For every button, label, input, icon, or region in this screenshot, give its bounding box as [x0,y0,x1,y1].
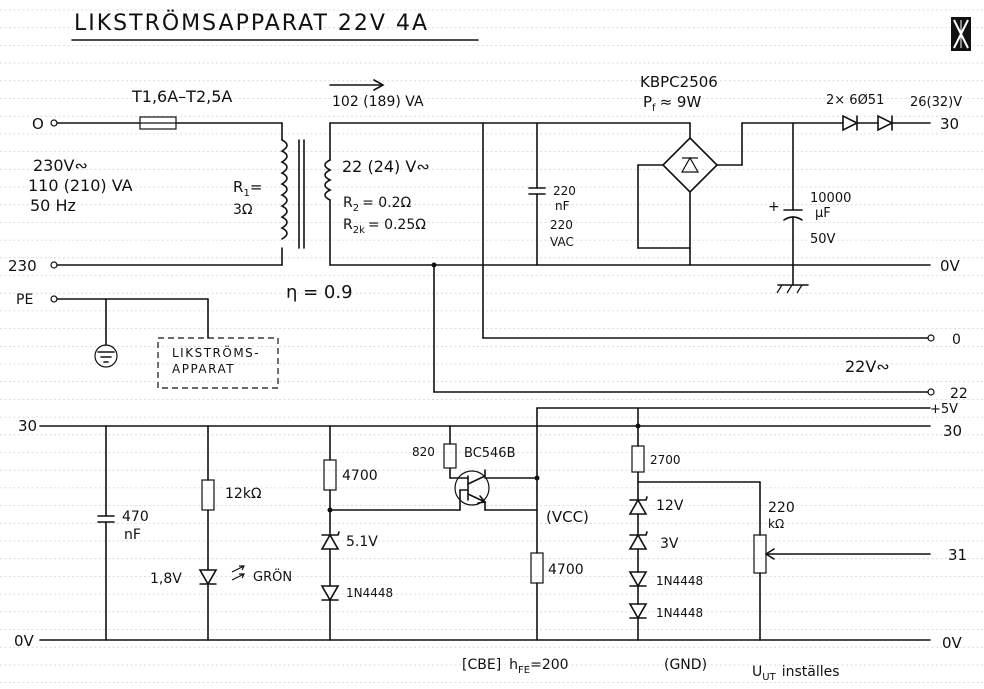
diode-1n4448-a [320,585,340,602]
transformer-primary-coil [280,139,288,240]
bridge-part: KBPC2506 [640,73,718,91]
resistor-12k-label: 12kΩ [225,486,262,502]
transistor-collector [467,475,486,485]
page-title: LIKSTRÖMSAPPARAT 22V 4A [74,10,429,36]
zener-3v [628,531,648,550]
resistor-820 [443,443,457,469]
terminal-22 [927,388,935,396]
filter-cap-polarity: + [768,199,780,215]
pe-label: PE [16,292,33,308]
diode-1n4448-c [628,603,648,620]
resistor-4700-a-label: 4700 [342,468,378,484]
resistor-2700-label: 2700 [650,453,681,467]
resistor-4700-b [530,552,544,584]
potentiometer-value: 220 [768,500,795,516]
transistor-label: BC546B [464,446,516,461]
bridge-rectifier [661,136,719,194]
chassis-ground-icon [776,284,809,294]
terminal-0-label: 0 [952,332,961,348]
series-diodes-label: 2× 6Ø51 [826,93,884,108]
diode-1n4448-b-label: 1N4448 [656,574,703,588]
transformer-secondary-coil [324,159,332,201]
zener-12v-label: 12V [656,498,684,514]
output-voltage-label: 26(32)V [910,95,962,110]
resistor-4700-b-label: 4700 [548,562,584,578]
chassis-box [157,337,279,389]
potentiometer-wiper-arrow-icon [765,548,775,560]
rail-30-left-label: 30 [18,417,37,435]
gnd-label: (GND) [664,657,707,673]
r2k-label: R2k= 0.25Ω [343,217,426,236]
junction [635,423,641,429]
earth-ground-icon [94,344,118,368]
diode-1n4448-a-label: 1N4448 [346,586,393,600]
terminal-31-label: 31 [948,546,967,564]
resistor-820-label: 820 [412,445,435,459]
filter-cap-unit: µF [815,206,831,221]
mains-bottom-terminal [50,261,58,269]
terminal-5v-label: +5V [930,402,958,417]
cap-220-unit: nF [555,199,570,213]
mains-top-terminal [50,119,58,127]
zener-3v-label: 3V [660,536,679,552]
diode-2 [877,114,894,132]
vcc-label: (VCC) [546,508,589,526]
mains-voltage: 230V∾ [33,156,88,175]
zener-5v1-label: 5.1V [346,534,378,550]
power-rating: 102 (189) VA [332,94,424,110]
potentiometer-220k [753,534,767,574]
r1-label: R1= [233,178,262,199]
efficiency-label: η = 0.9 [286,282,353,303]
transistor-bc546b [454,470,490,506]
cap-220-value: 220 [553,184,576,198]
pe-terminal [50,295,58,303]
power-flow-arrowhead [373,79,385,91]
chassis-box-line1: LIKSTRÖMS- [172,344,260,360]
diode-1n4448-c-label: 1N4448 [656,606,703,620]
led-voltage: 1,8V [150,571,182,587]
rail-30-right-label: 30 [943,422,962,440]
terminal-0v-label: 0V [940,257,961,275]
cap-470-value: 470 [122,509,149,525]
ac-output-voltage-label: 22V∾ [845,357,890,376]
bridge-diode-symbol [680,156,700,173]
r2-label: R2= 0.2Ω [343,195,412,214]
resistor-2700 [631,445,645,473]
rail-0v-right-label: 0V [942,634,963,652]
cap-220-voltage-unit: VAC [550,235,574,249]
r1-value: 3Ω [233,202,253,218]
notebook-grid [0,9,984,683]
diode-1n4448-b [628,571,648,588]
rail-0v-left-label: 0V [14,632,35,650]
mains-top-terminal-label: O [32,115,44,133]
led-color: GRÖN [253,568,292,585]
diode-1 [842,114,859,132]
cap-470-unit: nF [124,527,141,543]
led-emission-arrows-icon [231,565,245,581]
chassis-box-line2: APPARAT [172,362,235,376]
fuse-label: T1,6A–T2,5A [131,87,232,106]
bridge-dissipation: Pf≈ 9W [643,93,701,114]
led-green [198,569,218,586]
terminal-30-label: 30 [940,115,959,133]
cap-220-voltage: 220 [550,218,573,232]
potentiometer-unit: kΩ [768,517,784,531]
brand-logo [951,17,971,51]
filter-cap-value: 10000 [810,191,851,206]
junction [327,507,333,513]
mains-bottom-terminal-label: 230 [8,257,37,275]
terminal-22-label: 22 [950,386,968,402]
resistor-4700-a [323,459,337,491]
terminal-0 [927,334,935,342]
mains-va: 110 (210) VA [28,176,133,195]
filter-cap-voltage: 50V [810,232,836,247]
transistor-emitter [467,493,486,503]
secondary-voltage: 22 (24) V∾ [342,157,430,176]
pinout-note: [CBE]hFE=200 [462,657,569,676]
mains-frequency: 50 Hz [30,196,76,215]
zener-5v1 [320,531,340,550]
